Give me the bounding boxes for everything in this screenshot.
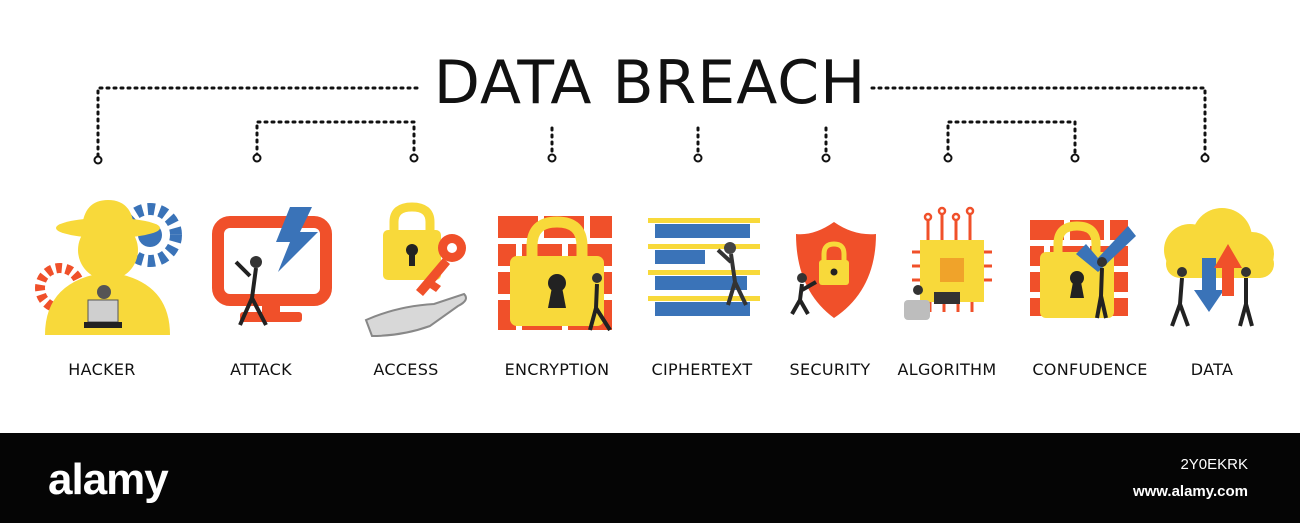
padlock-check-icon [1030, 220, 1136, 319]
label-algorithm: ALGORITHM [897, 360, 997, 379]
watermark-url: www.alamy.com [1132, 483, 1248, 500]
connector-algorithm-confudence [946, 120, 1077, 158]
label-security: SECURITY [789, 360, 871, 379]
label-hacker: HACKER [68, 360, 136, 379]
hacker-icon [35, 200, 182, 335]
watermark-logo: alamy [48, 455, 169, 504]
connector-right [870, 86, 1207, 158]
label-encryption: ENCRYPTION [504, 360, 610, 379]
diagram-canvas [35, 86, 1274, 338]
chip-icon [904, 206, 992, 320]
label-confudence: CONFUDENCE [1032, 360, 1148, 379]
label-ciphertext: CIPHERTEXT [651, 360, 753, 379]
connector-lines [96, 86, 1207, 158]
lock-key-icon [364, 202, 467, 338]
label-access: ACCESS [373, 360, 439, 379]
diagram-title: DATA BREACH [433, 48, 867, 118]
striped-bars-icon [648, 218, 760, 316]
label-attack: ATTACK [230, 360, 292, 379]
connector-left [96, 86, 420, 158]
cloud-arrows-icon [1164, 208, 1274, 327]
monitor-lightning-icon [212, 207, 332, 326]
shield-lock-icon [790, 222, 876, 318]
label-data: DATA [1190, 360, 1234, 379]
watermark-image-id: 2Y0EKRK [1180, 456, 1248, 473]
padlock-brick-icon [498, 216, 612, 332]
connector-attack-access [255, 120, 416, 158]
watermark-bar: alamy 2Y0EKRK www.alamy.com [0, 433, 1300, 523]
connector-endpoints [93, 153, 1210, 165]
